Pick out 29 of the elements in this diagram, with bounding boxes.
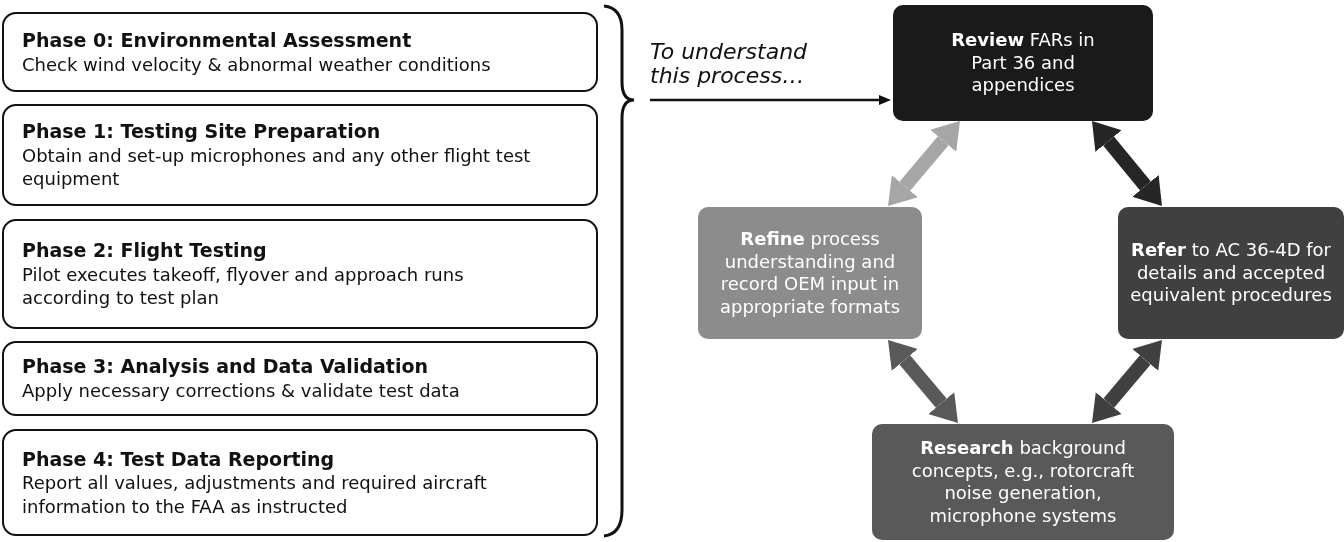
step-text: Review FARs in Part 36 and appendices	[950, 29, 1096, 97]
step-text: Research background concepts, e.g., rotorcraft noise generation, microphone systems	[910, 437, 1136, 527]
phase-heading: Phase 4: Test Data Reporting	[22, 446, 336, 472]
process-box	[872, 424, 1174, 540]
process-box	[893, 5, 1153, 121]
phase-box	[2, 12, 598, 92]
phase-heading: Phase 3: Analysis and Data Validation	[22, 354, 429, 380]
phase-box	[2, 341, 598, 416]
step-text: Refer to AC 36-4D for details and accepted equivalent procedures	[1129, 239, 1333, 307]
step-text: Refine process understanding and record OEM input in appropriate formats	[718, 228, 901, 318]
process-box	[698, 207, 922, 339]
double-arrow	[888, 340, 958, 423]
phase-box	[2, 429, 598, 536]
phase-box	[2, 219, 598, 329]
phase-description: Obtain and set-up microphones and any other flight test equipment	[22, 143, 532, 191]
arrow	[650, 95, 891, 105]
phase-heading: Phase 2: Flight Testing	[22, 238, 268, 263]
phase-box	[2, 104, 598, 206]
process-box	[1118, 207, 1344, 339]
phase-description: Pilot executes takeoff, flyover and approach runs according to test plan	[22, 262, 465, 310]
double-arrow	[1092, 121, 1162, 206]
double-arrow	[1092, 340, 1162, 423]
phase-description: Check wind velocity & abnormal weather conditions	[22, 52, 492, 77]
edge-label: To understand this process…	[650, 40, 809, 89]
phase-heading: Phase 1: Testing Site Preparation	[22, 119, 382, 144]
phase-heading: Phase 0: Environmental Assessment	[22, 27, 413, 53]
phase-description: Apply necessary corrections & validate test data	[22, 379, 461, 403]
phase-description: Report all values, adjustments and required aircraft information to the FAA as instructed	[22, 471, 488, 519]
double-arrow	[888, 121, 960, 206]
